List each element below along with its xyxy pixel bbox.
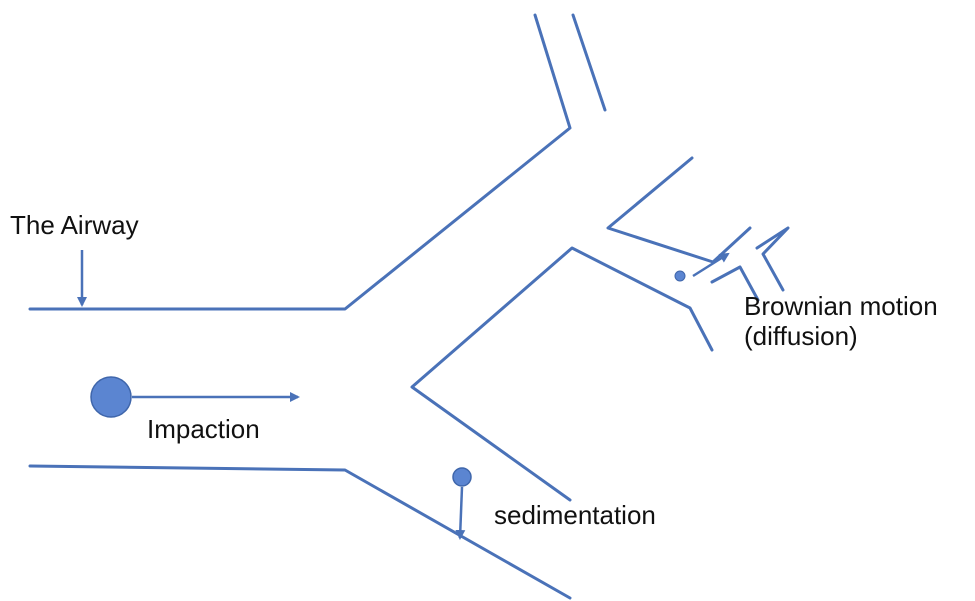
- brownian-label-line2: (diffusion): [744, 321, 858, 351]
- airway-label: The Airway: [10, 210, 139, 240]
- lower-branch-inner-wall: [410, 246, 714, 502]
- impaction-label: Impaction: [147, 414, 260, 444]
- brownian-motion-label: Brownian motion (diffusion): [744, 291, 938, 351]
- impaction-particle: [90, 376, 132, 418]
- bronchiole-lower-wall: [710, 265, 760, 302]
- upper-branch-right-wall: [571, 13, 607, 112]
- bronchiole-upper-wall: [606, 156, 752, 264]
- sedimentation-particle: [452, 467, 472, 487]
- brownian-label-line1: Brownian motion: [744, 291, 938, 321]
- brownian-arrow: [692, 252, 730, 278]
- sedimentation-arrow: [455, 486, 466, 540]
- brownian-particle: [674, 270, 686, 282]
- bronchiole-branch-wall: [755, 226, 790, 292]
- airway-lower-wall: [28, 464, 572, 600]
- sedimentation-label: sedimentation: [494, 500, 656, 530]
- airway-upper-wall: [28, 13, 572, 311]
